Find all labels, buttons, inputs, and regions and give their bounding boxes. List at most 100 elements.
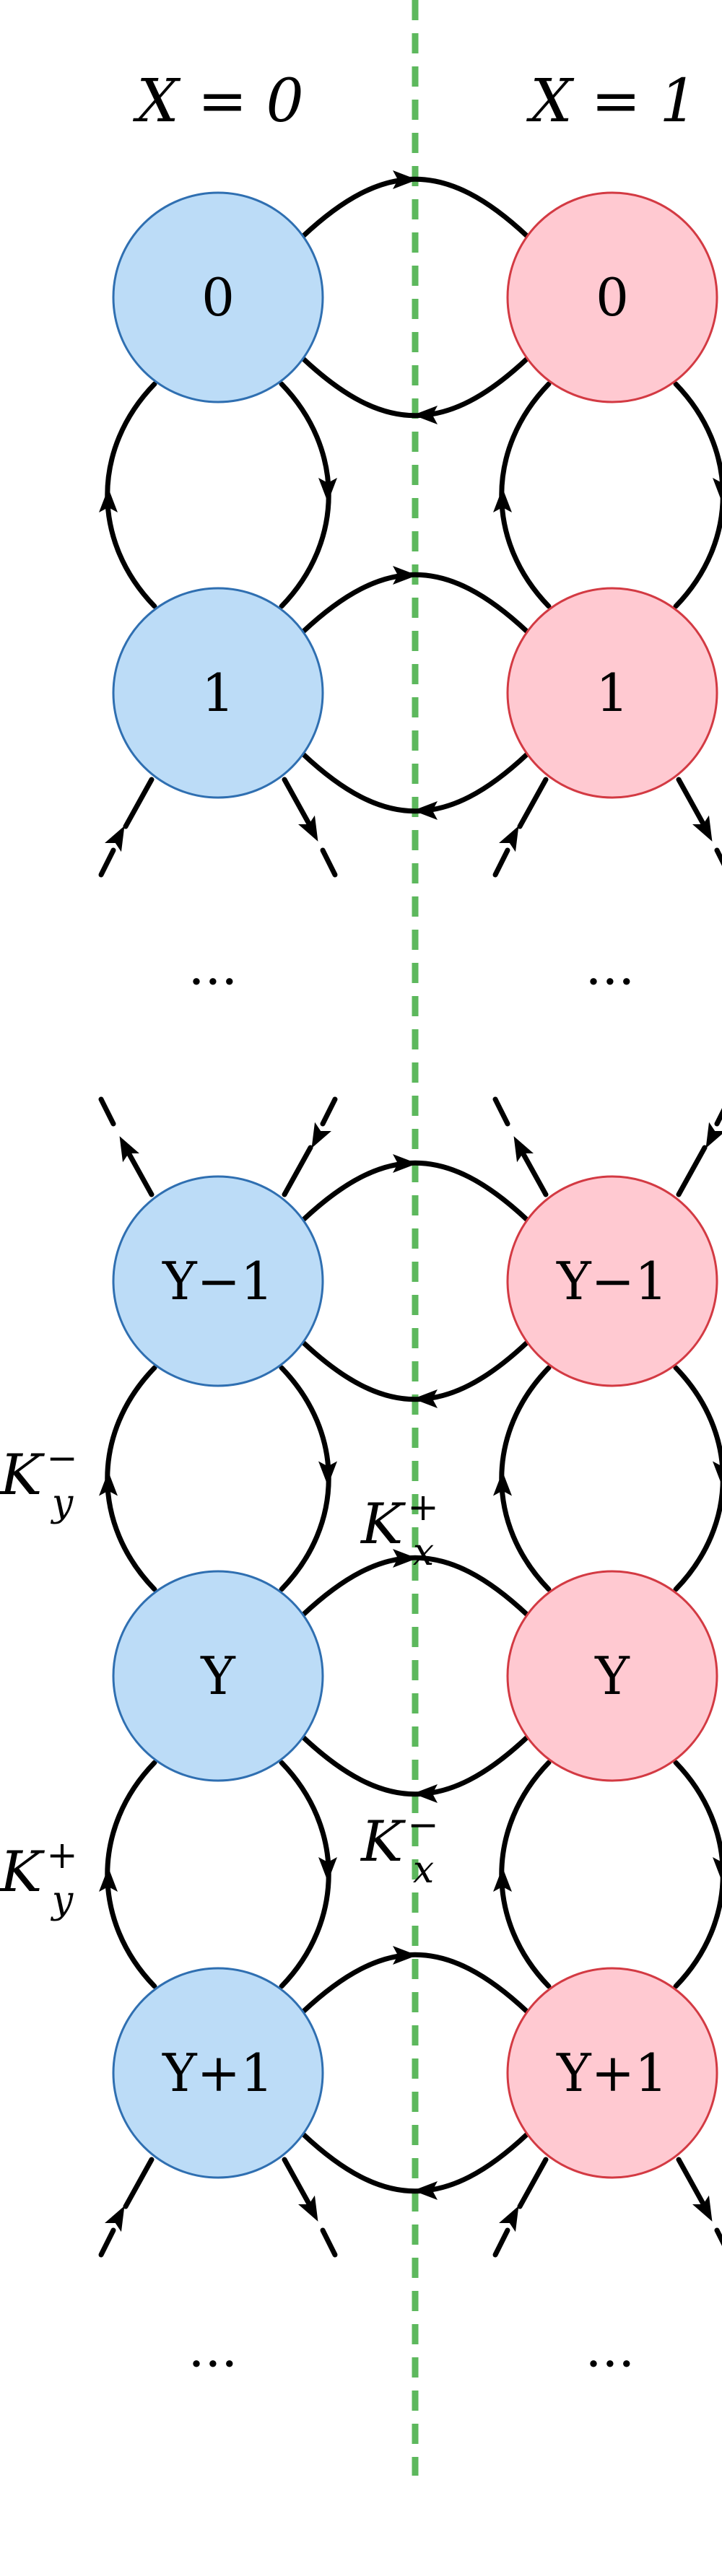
arrowhead-17 (713, 478, 722, 502)
label-ky-plus-sub: y (51, 1879, 74, 1922)
edge-11 (279, 381, 331, 609)
label-kx-plus: K+x (360, 1486, 439, 1574)
arrowhead-3 (413, 801, 438, 820)
edge-37 (714, 847, 722, 866)
node-left-yp1-label: Y+1 (162, 2043, 274, 2103)
arrows-group (99, 170, 722, 2232)
edge-12 (105, 1365, 157, 1592)
edge-13 (279, 1365, 331, 1592)
node-left-1-label: 1 (201, 663, 235, 723)
arrowhead-0 (393, 170, 417, 189)
node-right-yp1-label: Y+1 (556, 2043, 668, 2103)
label-ky-minus-sup: − (46, 1437, 78, 1480)
edge-43 (492, 2227, 510, 2258)
edge-15 (279, 1760, 331, 1989)
edge-36 (676, 777, 708, 829)
label-ky-plus-sup: + (46, 1834, 78, 1877)
arrowhead-11 (318, 478, 337, 502)
edge-25 (320, 847, 338, 878)
header-right: X = 1 (526, 67, 697, 136)
edge-18 (499, 1365, 552, 1592)
node-right-y-label: Y (594, 1646, 630, 1706)
edge-32 (282, 2157, 313, 2209)
node-left-ym1: Y−1 (112, 1175, 324, 1387)
edge-42 (517, 2157, 549, 2209)
edge-27 (98, 1096, 116, 1127)
label-ky-plus: K+y (0, 1834, 78, 1922)
arrowhead-22 (105, 826, 125, 852)
node-left-0: 0 (112, 191, 324, 403)
arrowhead-7 (413, 1784, 438, 1803)
arrowhead-5 (413, 1389, 438, 1408)
arrowhead-21 (713, 1857, 722, 1882)
arrowhead-2 (393, 566, 417, 585)
node-right-1: 1 (506, 587, 718, 799)
node-right-0-label: 0 (596, 267, 629, 328)
arrowhead-24 (119, 1136, 139, 1163)
edge-26 (123, 1145, 155, 1197)
label-kx-minus-sup: − (407, 1804, 439, 1847)
label-ky-minus-sub: y (51, 1482, 74, 1525)
label-kx-minus-sub: x (413, 1848, 434, 1892)
edge-40 (676, 1145, 708, 1197)
arrowhead-10 (99, 488, 118, 512)
arrowhead-8 (393, 1946, 417, 1965)
label-kx-plus-sup: + (407, 1486, 439, 1529)
arrowhead-18 (493, 1471, 512, 1496)
node-left-yp1: Y+1 (112, 1967, 324, 2179)
arrowhead-14 (99, 1867, 118, 1892)
edge-23 (98, 847, 116, 878)
arrowhead-25 (311, 1122, 331, 1148)
node-right-0: 0 (506, 191, 718, 403)
edge-41 (714, 1108, 722, 1127)
node-right-y: Y (506, 1570, 718, 1782)
arrowhead-16 (493, 488, 512, 512)
arrowhead-31 (705, 1122, 722, 1148)
arrowhead-32 (499, 2206, 519, 2232)
node-left-y: Y (112, 1570, 324, 1782)
arrowhead-13 (318, 1461, 337, 1486)
label-kx-minus-base: K (360, 1809, 406, 1874)
arrowhead-20 (493, 1867, 512, 1892)
edge-24 (282, 777, 313, 829)
edge-44 (676, 2157, 708, 2209)
edge-20 (499, 1760, 552, 1989)
label-ky-plus-base: K (0, 1840, 45, 1905)
arrowhead-12 (99, 1471, 118, 1496)
node-left-ym1-label: Y−1 (162, 1251, 274, 1311)
edge-29 (320, 1096, 338, 1127)
edge-38 (517, 1145, 549, 1197)
node-left-0-label: 0 (201, 267, 235, 328)
edge-33 (320, 2227, 338, 2258)
edge-14 (105, 1760, 157, 1989)
ellipsis-right-top: ··· (586, 951, 635, 1012)
arrowhead-19 (713, 1461, 722, 1486)
edge-22 (123, 777, 155, 829)
edge-17 (673, 381, 722, 609)
arrowhead-23 (298, 815, 318, 842)
node-left-1: 1 (112, 587, 324, 799)
edge-30 (123, 2157, 155, 2209)
edge-28 (282, 1145, 313, 1197)
label-ky-minus: K−y (0, 1437, 78, 1525)
arrowhead-33 (692, 2195, 713, 2222)
label-kx-plus-sub: x (413, 1531, 434, 1574)
header-left: X = 0 (132, 67, 303, 136)
arrowhead-1 (413, 406, 438, 424)
arrowhead-29 (692, 815, 713, 842)
arrowhead-15 (318, 1857, 337, 1882)
arrowhead-28 (499, 826, 519, 852)
label-ky-minus-base: K (0, 1443, 45, 1508)
label-kx-minus: K−x (360, 1804, 439, 1892)
arrowhead-30 (513, 1136, 534, 1163)
edge-19 (673, 1365, 722, 1592)
node-right-ym1-label: Y−1 (556, 1251, 668, 1311)
edge-31 (98, 2227, 116, 2258)
arrowhead-26 (105, 2206, 125, 2232)
edge-45 (714, 2227, 722, 2246)
arrowhead-27 (298, 2195, 318, 2222)
arrowhead-4 (393, 1154, 417, 1173)
node-right-ym1: Y−1 (506, 1175, 718, 1387)
node-left-y-label: Y (200, 1646, 236, 1706)
